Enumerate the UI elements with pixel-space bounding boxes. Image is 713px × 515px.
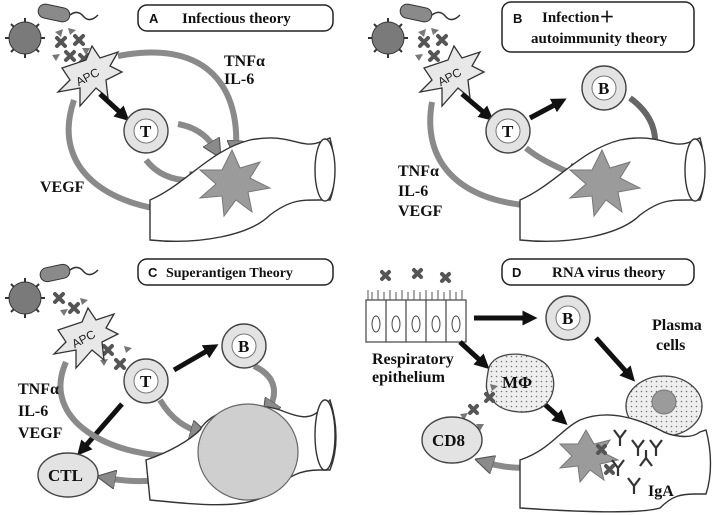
b-cell-c: B <box>221 323 267 369</box>
arrow-b-to-plasma-d <box>594 336 636 382</box>
panel-b-title-line1: Infection＋ <box>542 10 615 26</box>
ctl-label: CTL <box>48 466 83 485</box>
cells-label: cells <box>656 337 685 354</box>
coronary-artery-b <box>519 137 706 242</box>
arrow-t-to-b-b <box>528 98 567 121</box>
t-cell-a: T <box>123 108 169 154</box>
aneurysm-c <box>197 403 299 501</box>
antigen-particles <box>468 392 495 415</box>
panel-b-title-line2: autoimmunity theory <box>531 31 668 47</box>
antigen-particles <box>53 292 126 370</box>
respiratory-epithelium-icon <box>365 268 467 343</box>
panel-c-title-box <box>137 258 334 286</box>
apc-cell-a: APC <box>56 44 124 108</box>
b-label-b: B <box>598 79 609 98</box>
arrow-epithelium-to-mphi-d <box>458 340 490 370</box>
plasma-label: Plasma <box>652 317 702 334</box>
coronary-artery-c <box>145 398 337 506</box>
t-label-c: T <box>140 372 152 391</box>
panel-b-title-box <box>501 1 695 53</box>
arrow-apc-to-t-b <box>460 92 494 121</box>
virus-icon <box>5 278 45 318</box>
bacterium-icon <box>37 3 99 23</box>
panel-b-letter: B <box>513 11 522 26</box>
panel-d-letter: D <box>512 265 521 280</box>
b-cell-b: B <box>581 65 627 111</box>
cd8-label: CD8 <box>432 431 465 450</box>
lesion-d <box>558 428 620 484</box>
panel-c-letter: C <box>148 265 158 280</box>
lesion-a <box>198 148 272 218</box>
vegf-label-a: VEGF <box>40 179 85 196</box>
arrow-apc-to-lesion-tnf-a <box>117 49 236 150</box>
apc-cell-b: APC <box>418 44 486 108</box>
il6-label-b: IL-6 <box>398 183 428 200</box>
panel-a-title-box <box>137 4 334 32</box>
panel-d-title-box <box>501 258 695 286</box>
b-label-d: B <box>562 309 573 328</box>
panel-a: A Infectious theory APC <box>5 3 336 242</box>
tnfa-label-a: TNFα <box>224 53 265 70</box>
bacterium-icon <box>39 263 99 283</box>
coronary-artery-a <box>149 137 336 242</box>
t-label-b: T <box>502 122 514 141</box>
panel-c-title: Superantigen Theory <box>166 266 293 281</box>
lesion-b <box>568 148 642 218</box>
tnfa-label-b: TNFα <box>398 163 439 180</box>
arrow-t-to-lesion-a <box>177 121 216 150</box>
mphi-label: MΦ <box>502 373 532 392</box>
arrow-t-to-lesion-c <box>157 398 200 432</box>
tnfa-label-c: TNFα <box>18 381 59 398</box>
b-cell-d: B <box>545 295 591 341</box>
antigen-particles <box>418 34 448 62</box>
antigen-triangles <box>460 384 498 431</box>
virus-icon <box>5 18 45 58</box>
iga-label: IgA <box>648 483 674 500</box>
respiratory-label: Respiratory <box>372 351 454 368</box>
t-cell-b: T <box>485 108 531 154</box>
epithelium-label: epithelium <box>372 369 446 386</box>
antigen-triangles <box>415 28 439 61</box>
iga-antibody-icons <box>611 429 663 494</box>
arrow-t-to-b-c <box>172 344 219 373</box>
arrow-b-to-lesion-c <box>252 363 274 410</box>
arrow-apc-to-t-a <box>98 92 130 122</box>
virus-icon <box>368 18 408 58</box>
panel-a-title: Infectious theory <box>182 11 291 27</box>
antigen-triangles <box>60 298 132 366</box>
panel-b: B Infection＋ autoimmunity theory APC <box>368 1 706 242</box>
bacterium-icon <box>399 3 461 23</box>
antigen-triangles <box>52 28 90 61</box>
vegf-label-c: VEGF <box>18 425 63 442</box>
panel-c: C Superantigen Theory APC T <box>5 258 337 506</box>
panel-a-letter: A <box>149 11 159 26</box>
il6-label-c: IL-6 <box>18 403 48 420</box>
b-label-c: B <box>238 337 249 356</box>
ctl-cell-c: CTL <box>37 452 99 498</box>
arrow-t-to-ctl-c <box>77 402 124 456</box>
vegf-label-b: VEGF <box>398 203 443 220</box>
t-cell-c: T <box>123 358 169 404</box>
apc-cell-c: APC <box>52 306 120 370</box>
il6-label-a: IL-6 <box>224 71 254 88</box>
coronary-artery-d <box>519 414 712 513</box>
panel-d: D RNA virus theory Respiratory epitheliu… <box>365 258 712 513</box>
t-label-a: T <box>140 122 152 141</box>
cd8-cell-d: CD8 <box>421 416 483 464</box>
macrophage-cell-d: MΦ <box>485 353 555 413</box>
panel-d-title: RNA virus theory <box>552 265 666 281</box>
plasma-cell-d <box>625 375 703 437</box>
